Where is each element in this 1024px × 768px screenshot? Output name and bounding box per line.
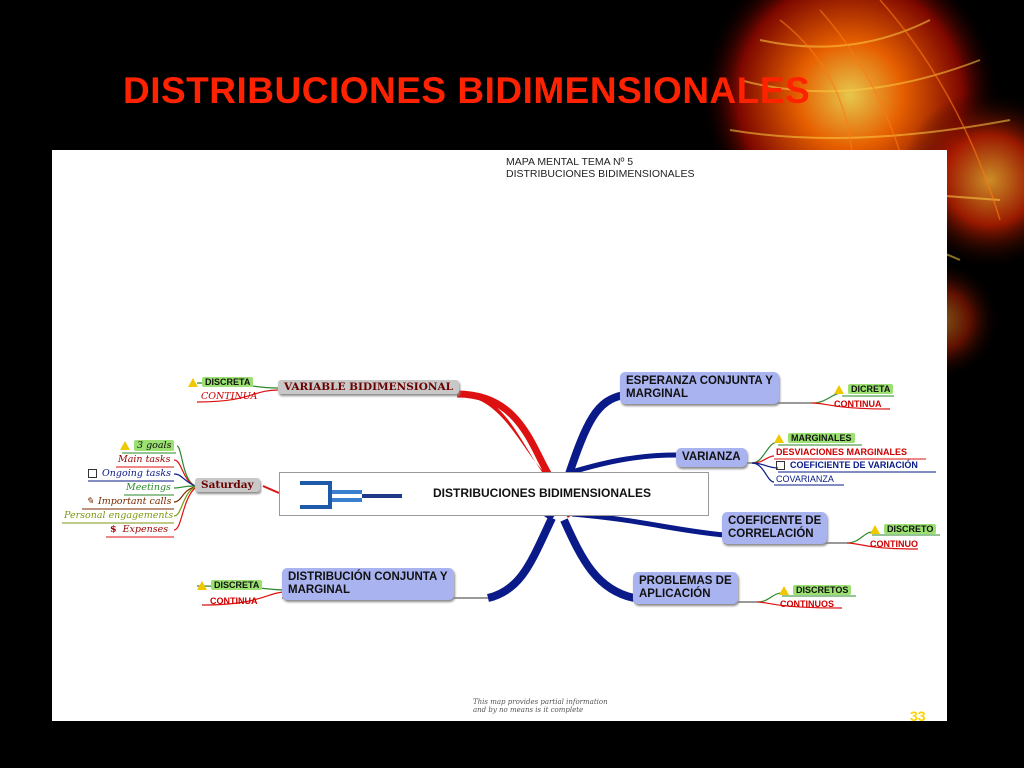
mind-map-panel: MAPA MENTAL TEMA Nº 5 DISTRIBUCIONES BID…	[52, 150, 947, 721]
slide-page-number: 33	[910, 708, 926, 724]
map-heading-line1: MAPA MENTAL TEMA Nº 5	[506, 156, 634, 168]
map-footnote: This map provides partial information an…	[473, 698, 608, 714]
map-heading: MAPA MENTAL TEMA Nº 5 DISTRIBUCIONES BID…	[506, 156, 694, 180]
leaf-coeficiente-continuo[interactable]: CONTINUO	[870, 539, 918, 549]
leaf-varianza-marginales[interactable]: MARGINALES	[774, 433, 855, 444]
node-varianza[interactable]: VARIANZA	[676, 448, 747, 467]
slide-title: DISTRIBUCIONES BIDIMENSIONALES	[123, 70, 811, 111]
leaf-variable-continua[interactable]: CONTINUA	[201, 391, 258, 402]
leaf-esperanza-dicreta[interactable]: DICRETA	[834, 384, 894, 395]
leaf-saturday-important-calls[interactable]: ✎Important calls	[86, 496, 172, 507]
node-saturday[interactable]: Saturday	[195, 478, 260, 492]
leaf-saturday-meetings[interactable]: Meetings	[126, 482, 171, 493]
phone-icon: ✎	[86, 496, 94, 507]
dollar-icon: $	[110, 524, 117, 535]
warning-icon	[774, 434, 784, 444]
node-distribucion-conjunta[interactable]: DISTRIBUCIÓN CONJUNTA Y MARGINAL	[282, 568, 454, 600]
leaf-coeficiente-discreto[interactable]: DISCRETO	[870, 524, 937, 535]
leaf-varianza-coeficiente-variacion[interactable]: COEFICIENTE DE VARIACIÓN	[776, 460, 918, 471]
warning-icon	[188, 378, 198, 388]
leaf-saturday-main-tasks[interactable]: Main tasks	[118, 454, 171, 465]
leaf-variable-discreta[interactable]: DISCRETA	[188, 377, 254, 388]
leaf-saturday-ongoing-tasks[interactable]: Ongoing tasks	[88, 468, 171, 479]
leaf-problemas-discretos[interactable]: DISCRETOS	[779, 585, 852, 596]
node-variable-bidimensional[interactable]: VARIABLE BIDIMENSIONAL	[278, 380, 459, 394]
warning-icon	[120, 441, 130, 450]
branch-connector-saturday	[262, 485, 280, 494]
leaf-esperanza-continua[interactable]: CONTINUA	[834, 399, 882, 409]
leaf-saturday-3-goals[interactable]: 3 goals	[120, 440, 175, 451]
warning-icon	[834, 385, 844, 395]
leaf-saturday-personal-engagements[interactable]: Personal engagements	[64, 510, 174, 521]
checkbox-icon	[776, 461, 785, 471]
warning-icon	[779, 586, 789, 596]
mind-map-logo-icon	[300, 481, 402, 509]
node-esperanza-conjunta[interactable]: ESPERANZA CONJUNTA Y MARGINAL	[620, 372, 779, 404]
warning-icon	[870, 525, 880, 535]
leaf-distribucion-continua[interactable]: CONTINUA	[210, 596, 258, 606]
node-coeficiente-correlacion[interactable]: COEFICENTE DE CORRELACIÓN	[722, 512, 828, 544]
leaf-varianza-desviaciones[interactable]: DESVIACIONES MARGINALES	[776, 447, 908, 457]
leaf-distribucion-discreta[interactable]: DISCRETA	[197, 580, 263, 591]
leaf-problemas-continuos[interactable]: CONTINUOS	[780, 599, 834, 609]
map-heading-line2: DISTRIBUCIONES BIDIMENSIONALES	[506, 168, 695, 180]
central-topic-node: DISTRIBUCIONES BIDIMENSIONALES	[279, 472, 709, 516]
leaf-varianza-covarianza[interactable]: COVARIANZA	[776, 474, 834, 484]
warning-icon	[197, 581, 207, 591]
central-topic-label: DISTRIBUCIONES BIDIMENSIONALES	[433, 486, 652, 500]
node-problemas-aplicacion[interactable]: PROBLEMAS DE APLICACIÓN	[633, 572, 738, 604]
leaf-saturday-expenses[interactable]: $Expenses	[110, 524, 169, 535]
checkbox-icon	[88, 469, 97, 478]
